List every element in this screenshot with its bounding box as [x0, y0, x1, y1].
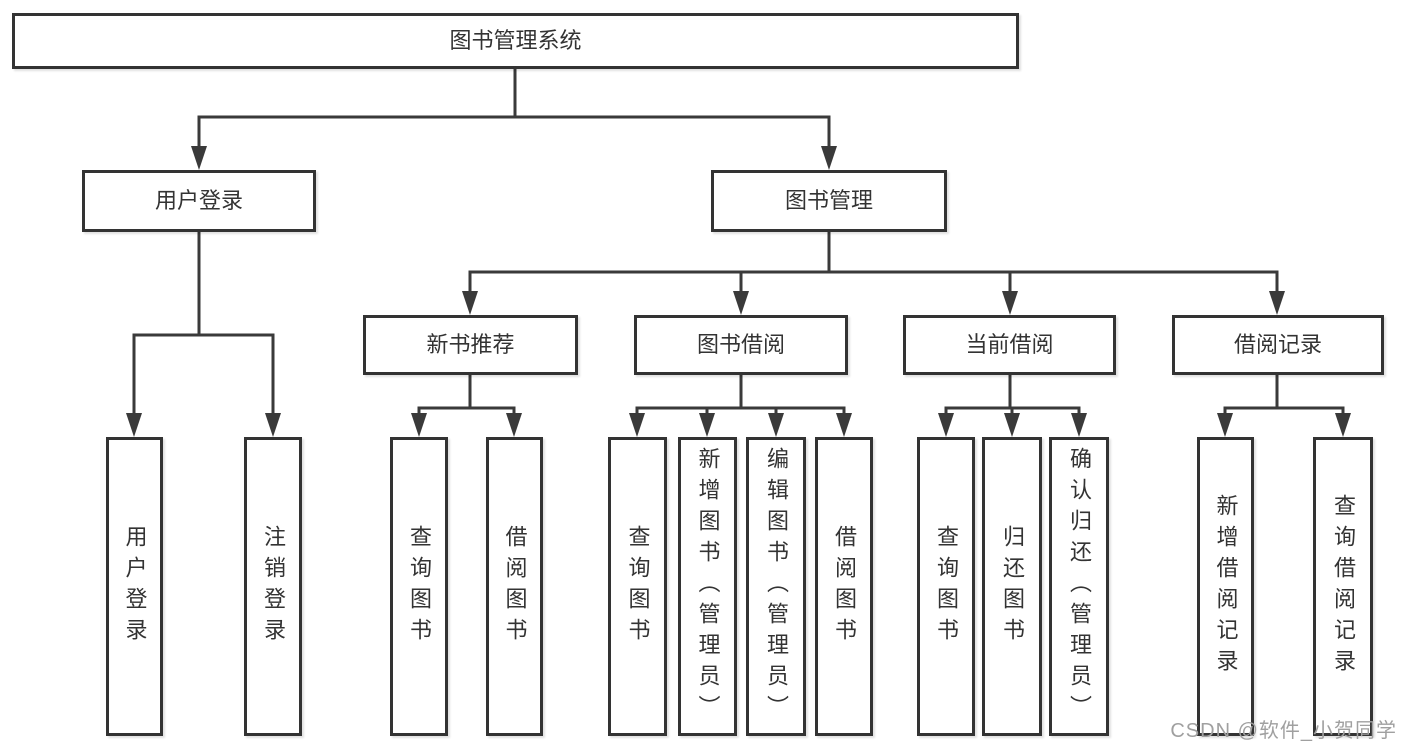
connector-root-to-level2 — [191, 68, 837, 170]
leaf-add-books-admin: 新增图书（管理员） — [678, 437, 737, 736]
leaf-query-borrow-record: 查询借阅记录 — [1313, 437, 1373, 736]
leaf-label: 注销登录 — [261, 524, 286, 649]
node-user-login-label: 用户登录 — [154, 188, 243, 213]
node-root: 图书管理系统 — [12, 13, 1019, 69]
node-current-borrow: 当前借阅 — [903, 315, 1116, 375]
connector-newbook-branch — [411, 375, 522, 437]
node-current-borrow-label: 当前借阅 — [965, 332, 1054, 357]
leaf-label: 查询借阅记录 — [1331, 493, 1356, 680]
connector-borrow-branch — [629, 375, 852, 437]
node-new-book-recommend-label: 新书推荐 — [426, 332, 515, 357]
leaf-query-books-current: 查询图书 — [917, 437, 975, 736]
node-borrow-records: 借阅记录 — [1172, 315, 1384, 375]
leaf-label: 新增借阅记录 — [1213, 493, 1239, 680]
node-book-management: 图书管理 — [711, 170, 947, 232]
leaf-label: 归还图书 — [1000, 524, 1025, 649]
leaf-label: 编辑图书（管理员） — [764, 447, 789, 726]
leaf-confirm-return-admin: 确认归还（管理员） — [1049, 437, 1109, 736]
leaf-return-books: 归还图书 — [982, 437, 1042, 736]
connector-records-branch — [1217, 375, 1351, 437]
leaf-label: 新增图书（管理员） — [695, 447, 721, 726]
connector-bookmgmt-to-modules — [462, 232, 1285, 315]
leaf-logout: 注销登录 — [244, 437, 302, 736]
node-book-borrow-label: 图书借阅 — [696, 332, 785, 357]
node-root-label: 图书管理系统 — [449, 28, 582, 53]
leaf-add-borrow-record: 新增借阅记录 — [1197, 437, 1254, 736]
node-new-book-recommend: 新书推荐 — [363, 315, 578, 375]
leaf-label: 查询图书 — [934, 524, 959, 649]
leaf-borrow-books-recommend: 借阅图书 — [486, 437, 543, 736]
connector-current-branch — [938, 375, 1087, 437]
leaf-label: 借阅图书 — [502, 524, 528, 649]
leaf-label: 借阅图书 — [832, 524, 857, 649]
leaf-label: 确认归还（管理员） — [1067, 447, 1092, 726]
node-borrow-records-label: 借阅记录 — [1233, 332, 1322, 357]
leaf-query-books-recommend: 查询图书 — [390, 437, 448, 736]
node-user-login: 用户登录 — [82, 170, 316, 232]
node-book-borrow: 图书借阅 — [634, 315, 848, 375]
leaf-query-books-borrow: 查询图书 — [608, 437, 667, 736]
leaf-user-login: 用户登录 — [106, 437, 163, 736]
leaf-label: 用户登录 — [122, 524, 148, 649]
leaf-edit-books-admin: 编辑图书（管理员） — [746, 437, 806, 736]
connector-userlogin-to-leaves — [126, 232, 281, 437]
leaf-label: 查询图书 — [407, 524, 432, 649]
leaf-borrow-books: 借阅图书 — [815, 437, 873, 736]
leaf-label: 查询图书 — [625, 524, 651, 649]
node-book-management-label: 图书管理 — [784, 188, 873, 213]
